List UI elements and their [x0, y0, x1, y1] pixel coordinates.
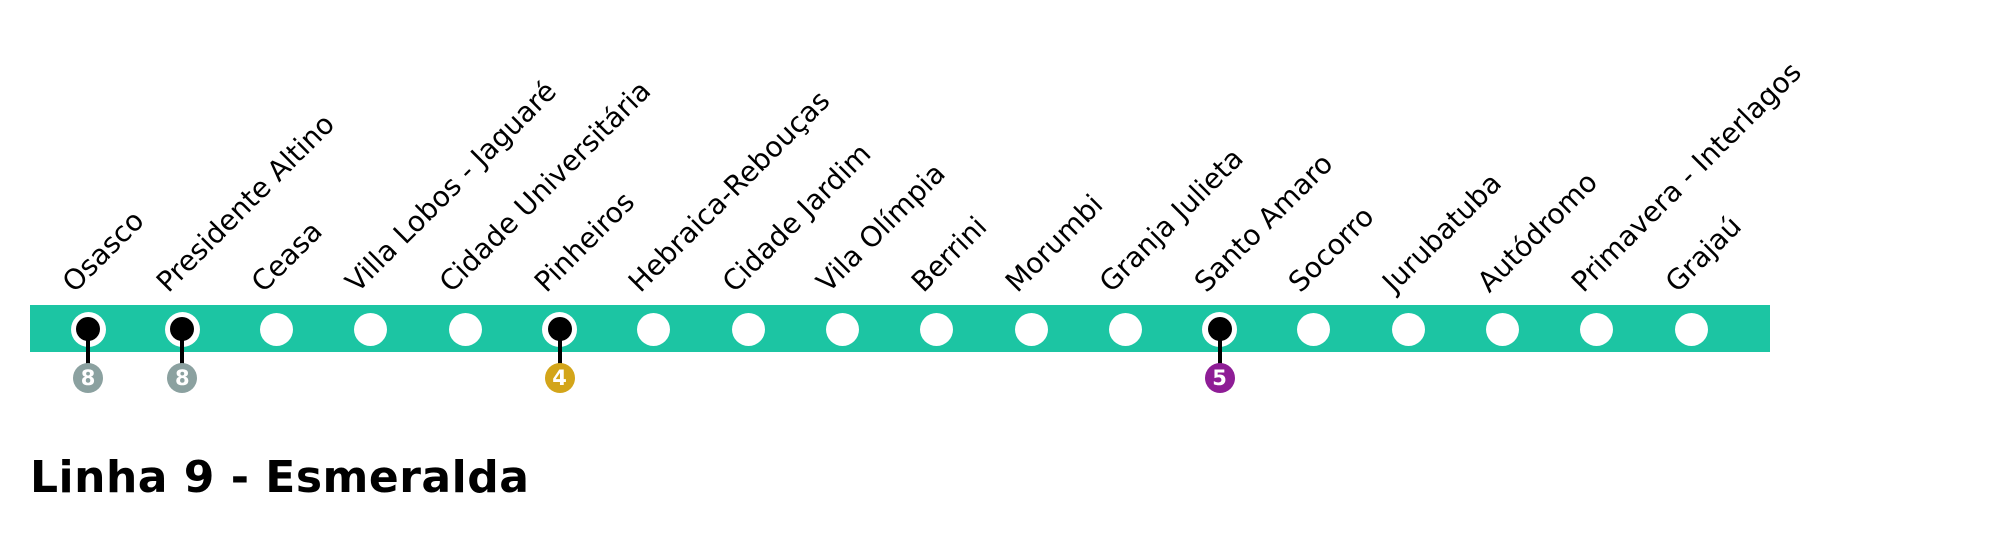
station-label: Socorro: [1281, 199, 1381, 299]
station-dot: [260, 312, 294, 346]
station-dot: [1674, 312, 1708, 346]
station-label: Berrini: [904, 209, 994, 299]
station-dot: [354, 312, 388, 346]
station-label: Morumbi: [998, 187, 1110, 299]
station-dot: [1014, 312, 1048, 346]
station-dot: [1108, 312, 1142, 346]
station-label: Ceasa: [244, 214, 329, 299]
line-title: Linha 9 - Esmeralda: [30, 452, 530, 503]
station-dot: [637, 312, 671, 346]
station-dot: [825, 312, 859, 346]
interchange-badge: 4: [544, 363, 575, 393]
station-label: Grajaú: [1658, 208, 1749, 299]
station-dot: [1297, 312, 1331, 346]
station-dot: [448, 312, 482, 346]
station-dot: [1580, 312, 1614, 346]
station-label: Presidente Altino: [150, 106, 342, 299]
badge-connector: [86, 329, 90, 378]
station-dot: [1486, 312, 1519, 346]
badge-connector: [180, 329, 185, 378]
interchange-badge: 8: [73, 363, 103, 393]
interchange-badge: 8: [167, 363, 198, 393]
station-dot: [1391, 312, 1425, 346]
line-bar: [30, 305, 1770, 352]
station-dot: [920, 312, 954, 346]
interchange-badge: 5: [1204, 363, 1235, 393]
badge-connector: [557, 329, 562, 378]
station-dot: [731, 312, 765, 346]
station-label: Osasco: [55, 203, 151, 299]
badge-connector: [1217, 329, 1222, 378]
